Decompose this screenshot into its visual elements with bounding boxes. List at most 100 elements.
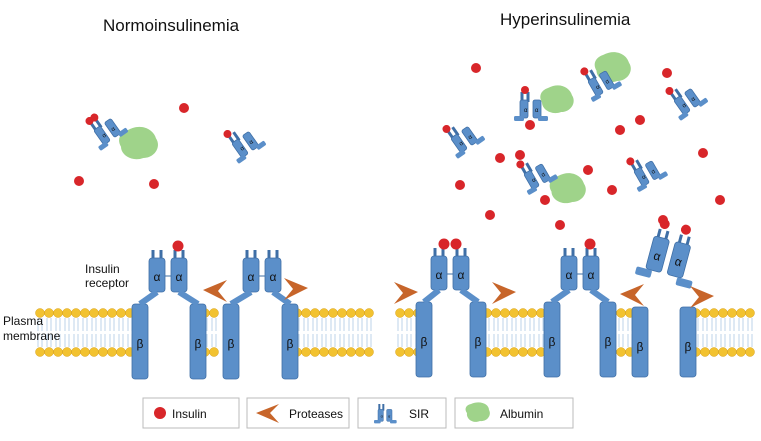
alpha-subunit xyxy=(645,235,670,273)
legend-insulin-icon xyxy=(154,407,166,419)
insulin-molecule xyxy=(662,68,672,78)
lipid-head xyxy=(364,308,374,318)
insulin-receptor-label-line1: Insulin xyxy=(85,262,120,276)
bound-insulin xyxy=(516,160,525,169)
bound-insulin xyxy=(438,238,450,250)
alpha-label: α xyxy=(652,248,662,263)
albumin-molecule xyxy=(540,85,574,114)
alpha-label: α xyxy=(458,268,465,282)
lipid-head xyxy=(319,308,329,318)
lipid-head xyxy=(337,308,347,318)
lipid-head xyxy=(328,347,338,357)
soluble-insulin-receptor xyxy=(439,114,488,161)
lipid-head xyxy=(310,308,320,318)
lipid-head xyxy=(62,347,72,357)
bound-insulin xyxy=(450,238,462,250)
bound-insulin xyxy=(172,240,184,252)
legend-box-sir xyxy=(357,397,447,429)
lipid-head xyxy=(616,347,626,357)
insulin-molecule xyxy=(149,179,159,189)
lipid-head xyxy=(355,308,365,318)
soluble-insulin-receptor xyxy=(622,148,670,194)
beta-label: β xyxy=(637,340,644,354)
beta-label: β xyxy=(475,335,482,349)
lipid-head xyxy=(518,308,528,318)
lipid-head xyxy=(404,347,414,357)
lipid-head xyxy=(395,308,405,318)
bound-insulin xyxy=(442,124,451,133)
insulin-molecule xyxy=(715,195,725,205)
alpha-label: α xyxy=(154,270,161,284)
alpha-label: α xyxy=(588,268,595,282)
soluble-insulin-receptor xyxy=(82,106,131,153)
beta-label: β xyxy=(137,337,144,351)
lipid-head xyxy=(107,347,117,357)
alpha-label: α xyxy=(248,270,255,284)
legend: Insulin Proteases SIR Albumin xyxy=(142,397,574,429)
lipid-head xyxy=(116,308,126,318)
lipid-head xyxy=(518,347,528,357)
soluble-insulin-receptor xyxy=(662,76,711,123)
insulin-receptor-label-line2: receptor xyxy=(85,276,129,290)
lipid-head xyxy=(116,347,126,357)
beta-label: β xyxy=(685,340,692,354)
legend-albumin-label: Albumin xyxy=(500,407,543,421)
lipid-head xyxy=(491,308,501,318)
lipid-bilayer-segment xyxy=(292,308,374,357)
lipid-head xyxy=(355,347,365,357)
lipid-head xyxy=(509,347,519,357)
insulin-molecule xyxy=(179,103,189,113)
lipid-head xyxy=(98,308,108,318)
lipid-head xyxy=(209,347,219,357)
bound-insulin xyxy=(584,238,596,250)
bound-insulin xyxy=(90,113,99,122)
beta-label: β xyxy=(549,335,556,349)
lipid-head xyxy=(89,308,99,318)
alpha-subunit xyxy=(667,241,691,279)
protease xyxy=(394,282,418,304)
legend-insulin-label: Insulin xyxy=(172,407,207,421)
lipid-head xyxy=(98,347,108,357)
lipid-head xyxy=(527,347,537,357)
lipid-head xyxy=(745,347,755,357)
lipid-bilayer-segment xyxy=(691,308,755,357)
lipid-head xyxy=(616,308,626,318)
alpha-label: α xyxy=(673,254,683,269)
lipid-head xyxy=(80,347,90,357)
beta-subunit xyxy=(679,306,697,378)
lipid-head xyxy=(709,308,719,318)
lipid-head xyxy=(404,308,414,318)
insulin-molecule xyxy=(515,150,525,160)
insulin-molecule xyxy=(455,180,465,190)
legend-protease-icon xyxy=(256,404,279,423)
protease xyxy=(492,282,516,304)
soluble-insulin-receptor xyxy=(576,58,624,104)
beta-label: β xyxy=(421,335,428,349)
insulin-molecule xyxy=(485,210,495,220)
lipid-head xyxy=(107,308,117,318)
lipid-head xyxy=(700,308,710,318)
lipid-head xyxy=(718,308,728,318)
lipid-head xyxy=(346,347,356,357)
beta-label: β xyxy=(605,335,612,349)
lipid-head xyxy=(346,308,356,318)
left-panel-title: Normoinsulinemia xyxy=(103,16,240,35)
lipid-head xyxy=(395,347,405,357)
protease xyxy=(620,284,644,306)
bound-insulin xyxy=(665,86,674,95)
lipid-head xyxy=(62,308,72,318)
albumin-molecule xyxy=(594,52,631,83)
insulin-molecule xyxy=(495,153,505,163)
lipid-head xyxy=(736,308,746,318)
lipid-head xyxy=(745,308,755,318)
lipid-head xyxy=(44,308,54,318)
beta-label: β xyxy=(195,337,202,351)
plasma-membrane-label-line1: Plasma xyxy=(3,314,43,328)
lipid-head xyxy=(727,347,737,357)
insulin-molecule xyxy=(471,63,481,73)
lipid-head xyxy=(53,347,63,357)
lipid-head xyxy=(364,347,374,357)
